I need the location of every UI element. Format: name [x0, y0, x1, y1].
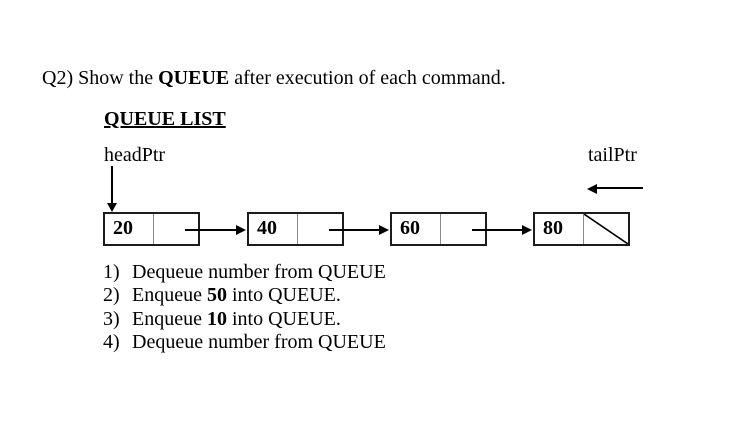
command-text-post: into QUEUE. [226, 307, 341, 330]
question-title-prefix: Q2) Show the [42, 67, 159, 89]
tailptr-left-arrow-icon [587, 184, 597, 194]
command-text-pre: Dequeue number from QUEUE [132, 261, 386, 283]
command-text: Enqueue 10 into QUEUE. [132, 308, 341, 331]
command-item-3: 3) Enqueue 10 into QUEUE. [103, 308, 386, 331]
question-title-suffix: after execution of each command. [229, 67, 506, 89]
link-arrow-2-icon [379, 225, 389, 235]
tailptr-left-arrow-line [597, 187, 643, 189]
link-arrow-3-icon [522, 225, 532, 235]
command-list: 1) Dequeue number from QUEUE 2) Enqueue 50… [103, 261, 386, 354]
command-text-pre: Enqueue [132, 307, 207, 330]
question-title: Q2) Show the QUEUE after execution of ea… [42, 66, 506, 90]
node-value: 20 [113, 217, 133, 239]
headptr-label: headPtr [104, 144, 166, 166]
node-value: 40 [257, 217, 277, 239]
node-cell-divider [440, 214, 441, 244]
tailptr-label: tailPtr [588, 144, 637, 166]
command-text-pre: Enqueue [132, 284, 207, 307]
link-arrow-1-icon [236, 225, 246, 235]
command-text-pre: Dequeue number from QUEUE [132, 330, 386, 353]
command-number: 1) [103, 261, 120, 283]
queue-node-40: 40 [247, 212, 344, 246]
queue-node-20: 20 [103, 212, 200, 246]
node-cell-divider [297, 214, 298, 244]
node-value: 60 [400, 217, 420, 239]
command-item-4: 4) Dequeue number from QUEUE [103, 331, 386, 354]
command-item-1: 1) Dequeue number from QUEUE [103, 261, 386, 284]
question-title-bold: QUEUE [158, 67, 230, 89]
headptr-down-arrow-line [111, 166, 113, 205]
null-pointer-diagonal-icon [584, 214, 628, 244]
command-text: Dequeue number from QUEUE [132, 331, 386, 354]
command-text-bold: 10 [206, 307, 227, 330]
command-text: Enqueue 50 into QUEUE. [132, 284, 341, 307]
command-text-post: into QUEUE. [226, 284, 341, 307]
node-value: 80 [543, 217, 563, 239]
link-arrow-2-line [329, 229, 380, 231]
command-text: Dequeue number from QUEUE [132, 261, 386, 284]
queue-node-80: 80 [533, 212, 630, 246]
command-item-2: 2) Enqueue 50 into QUEUE. [103, 284, 386, 307]
queue-node-60: 60 [390, 212, 487, 246]
node-cell-divider [153, 214, 154, 244]
link-arrow-3-line [472, 229, 523, 231]
headptr-down-arrow-icon [107, 203, 117, 212]
command-text-bold: 50 [206, 284, 227, 307]
link-arrow-1-line [185, 229, 238, 231]
command-number: 2) [103, 284, 120, 307]
node-cell-divider [583, 214, 584, 244]
command-number: 4) [103, 330, 120, 353]
command-number: 3) [103, 307, 120, 330]
queue-list-heading: QUEUE LIST [104, 108, 226, 130]
